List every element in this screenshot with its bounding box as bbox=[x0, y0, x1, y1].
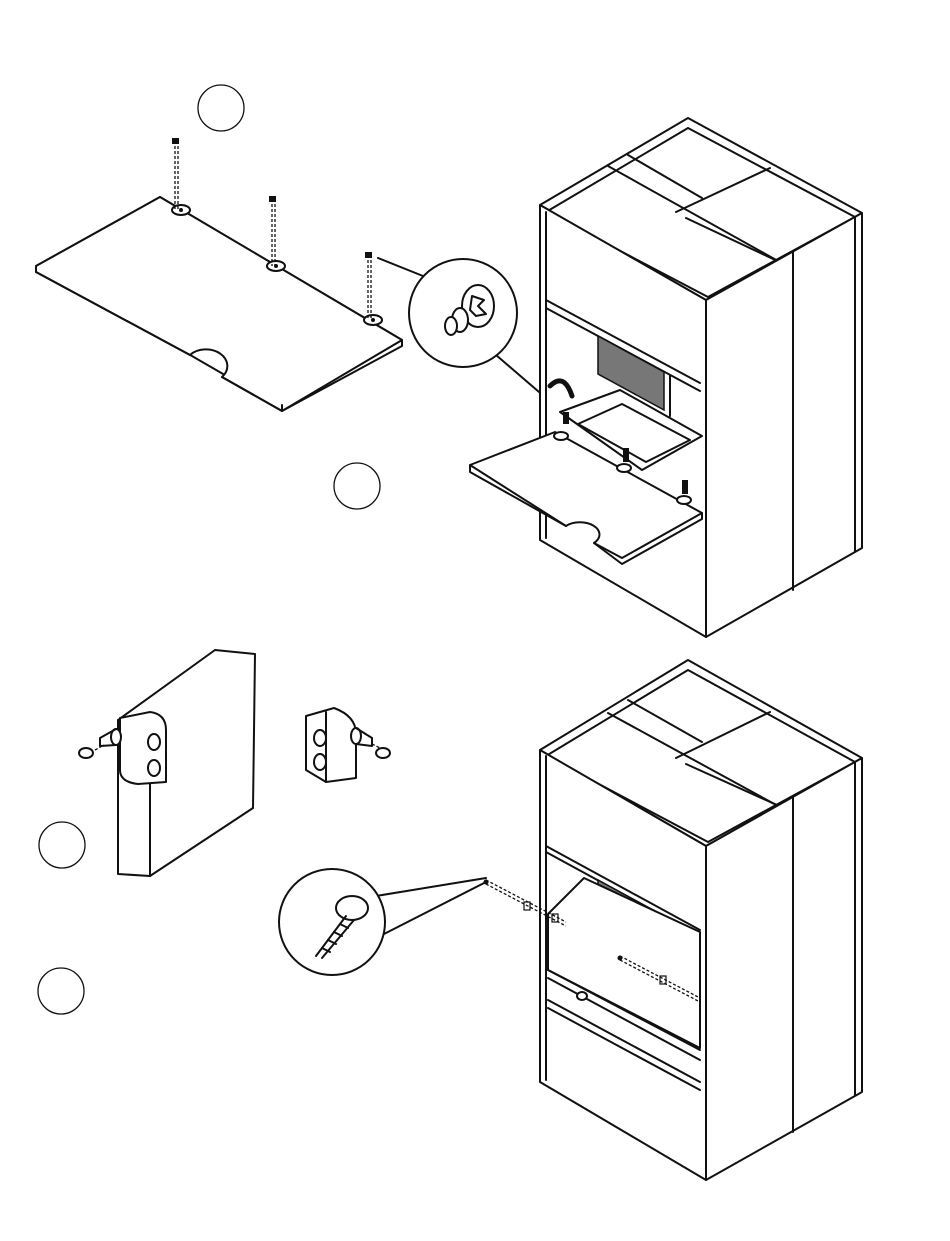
screw-callout-top bbox=[378, 258, 560, 410]
cabinet-bottom bbox=[484, 660, 863, 1180]
step-circle-2 bbox=[334, 463, 380, 509]
hinge-bracket-icon bbox=[306, 708, 390, 782]
hinge-on-panel bbox=[79, 650, 255, 876]
screw-callout-bottom bbox=[279, 869, 486, 975]
step-circle-4 bbox=[38, 968, 84, 1014]
cabinet-top bbox=[470, 118, 862, 637]
step-circle-3 bbox=[39, 822, 85, 868]
shelf-panel bbox=[36, 197, 402, 411]
step-circle-1 bbox=[198, 85, 244, 131]
